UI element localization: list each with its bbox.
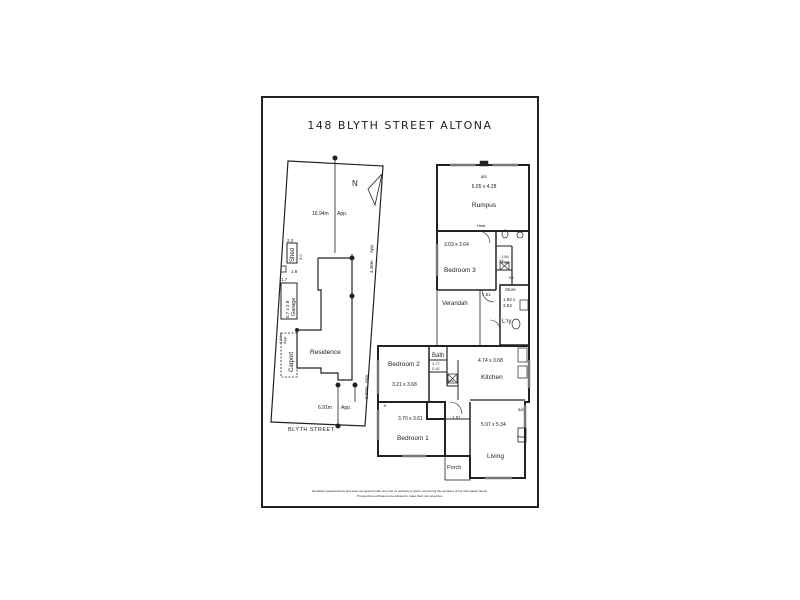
bedroom1-dim: 3.70 x 3.61	[398, 416, 423, 422]
svg-text:3.0: 3.0	[298, 254, 303, 260]
bedroom3-dim: 3.03 x 3.64	[444, 242, 469, 248]
north-boundary-dim: 16.94m	[312, 211, 329, 217]
floor-plan-walls	[376, 160, 531, 481]
south-boundary-dim: 6.91m	[318, 405, 332, 411]
garage-outline	[280, 282, 298, 320]
rumpus-label: Rumpus	[472, 202, 497, 209]
east-boundary-dim: 4.46m	[369, 260, 374, 273]
svg-text:2.69m: 2.69m	[364, 386, 369, 399]
svg-text:Heat: Heat	[477, 223, 486, 228]
bedroom2-label: Bedroom 2	[388, 361, 420, 368]
svg-text:.6: .6	[383, 403, 387, 408]
porch-label: Porch	[447, 465, 461, 471]
svg-text:1.51: 1.51	[452, 415, 461, 420]
shed-label: Shed	[290, 248, 296, 262]
north-arrow-icon	[367, 172, 383, 207]
svg-text:App.: App.	[337, 211, 347, 217]
svg-text:App.: App.	[341, 405, 351, 411]
svg-text:.97: .97	[498, 258, 504, 263]
living-dim: 5.97 x 5.34	[481, 422, 506, 428]
north-label: N	[352, 179, 358, 188]
site-plan	[270, 155, 384, 429]
svg-text:2.2: 2.2	[287, 238, 294, 243]
svg-text:Heat: Heat	[517, 434, 526, 439]
svg-text:App.: App.	[282, 336, 287, 344]
plan-title: 148 BLYTH STREET ALTONA	[307, 119, 492, 132]
residence-outline	[296, 257, 353, 381]
rumpus-dim: 6.05 x 4.28	[472, 184, 497, 190]
site-labels: N 16.94m App. 4.46m App. 6.91m App. 2.69…	[278, 179, 374, 433]
svg-text:1.84 x: 1.84 x	[503, 297, 516, 302]
bedroom2-dim: 3.21 x 3.68	[392, 382, 417, 388]
kitchen-label: Kitchen	[481, 374, 503, 381]
svg-text:2.42: 2.42	[432, 366, 441, 371]
svg-text:4.34m: 4.34m	[278, 332, 283, 344]
svg-text:1.77: 1.77	[432, 361, 441, 366]
bedroom1-label: Bedroom 1	[397, 435, 429, 442]
svg-text:1.7: 1.7	[281, 277, 288, 282]
residence-label: Residence	[310, 349, 341, 356]
svg-text:5.7 x 2.8: 5.7 x 2.8	[285, 300, 290, 318]
svg-text:1.8: 1.8	[291, 269, 298, 274]
laundry-label: L'ry	[502, 319, 511, 325]
svg-text:App.: App.	[369, 244, 374, 253]
svg-text:App.: App.	[364, 374, 369, 383]
disclaimer-line-1: All stated measurements and sizes are ap…	[312, 489, 488, 493]
wc-label: Wc	[448, 378, 454, 383]
page-frame	[261, 96, 539, 508]
svg-text:Store: Store	[505, 287, 516, 292]
carport-label: Carport	[289, 352, 295, 372]
svg-text:a/c: a/c	[518, 407, 525, 412]
bedroom3-label: Bedroom 3	[444, 267, 476, 274]
disclaimer-line-2: Prospective purchasers are advised to ma…	[357, 494, 443, 498]
svg-text:1.84: 1.84	[501, 254, 510, 259]
shed-outline	[286, 242, 298, 264]
street-label: BLYTH STREET	[288, 427, 335, 433]
svg-text:.99: .99	[508, 275, 514, 280]
living-label: Living	[487, 453, 504, 460]
garage-label: Garage	[291, 298, 297, 316]
bath-label: Bath	[432, 353, 444, 359]
site-boundary	[270, 160, 384, 427]
svg-text:1.51: 1.51	[482, 292, 491, 297]
carport-outline	[280, 332, 298, 378]
kitchen-dim: 4.74 x 3.68	[478, 358, 503, 364]
room-labels: a/c 6.05 x 4.28 Rumpus Heat 3.03 x 3.64 …	[383, 174, 526, 471]
svg-text:a/c: a/c	[481, 174, 488, 179]
verandah-label: Verandah	[442, 301, 468, 307]
svg-text:3.53: 3.53	[503, 303, 512, 308]
porch-outline	[444, 455, 471, 481]
svg-text:2.40: 2.40	[501, 260, 510, 265]
